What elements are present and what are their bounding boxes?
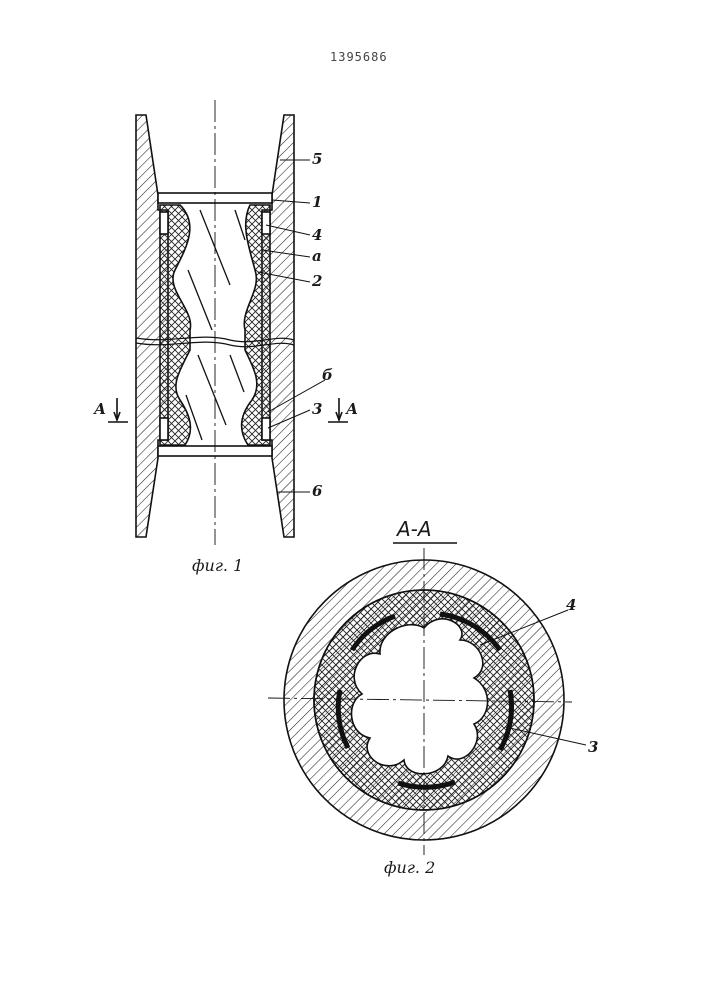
fig2-title: А-А bbox=[397, 517, 432, 541]
label-3: 3 bbox=[312, 400, 322, 418]
insert-top-left bbox=[160, 212, 168, 234]
label-4: 4 bbox=[312, 226, 322, 244]
label-2: 2 bbox=[312, 272, 322, 290]
helix-lines bbox=[186, 210, 245, 440]
section-mark-right: А bbox=[346, 400, 358, 418]
section-mark-left: А bbox=[94, 400, 106, 418]
label-a: а bbox=[312, 247, 322, 265]
insert-top-right bbox=[262, 212, 270, 234]
fig2-caption: фиг. 2 bbox=[384, 858, 435, 877]
liner-left bbox=[160, 205, 191, 445]
liner-right bbox=[242, 205, 270, 445]
fig2-label-3: 3 bbox=[588, 738, 598, 756]
label-6: 6 bbox=[312, 482, 322, 500]
label-1: 1 bbox=[312, 193, 322, 211]
insert-bottom-right bbox=[262, 418, 270, 440]
insert-bottom-left bbox=[160, 418, 168, 440]
label-b: б bbox=[322, 366, 333, 384]
fig1-caption: фиг. 1 bbox=[192, 556, 243, 575]
label-5: 5 bbox=[312, 150, 322, 168]
fig2-drawing bbox=[268, 543, 586, 855]
fig2-label-4: 4 bbox=[566, 596, 576, 614]
